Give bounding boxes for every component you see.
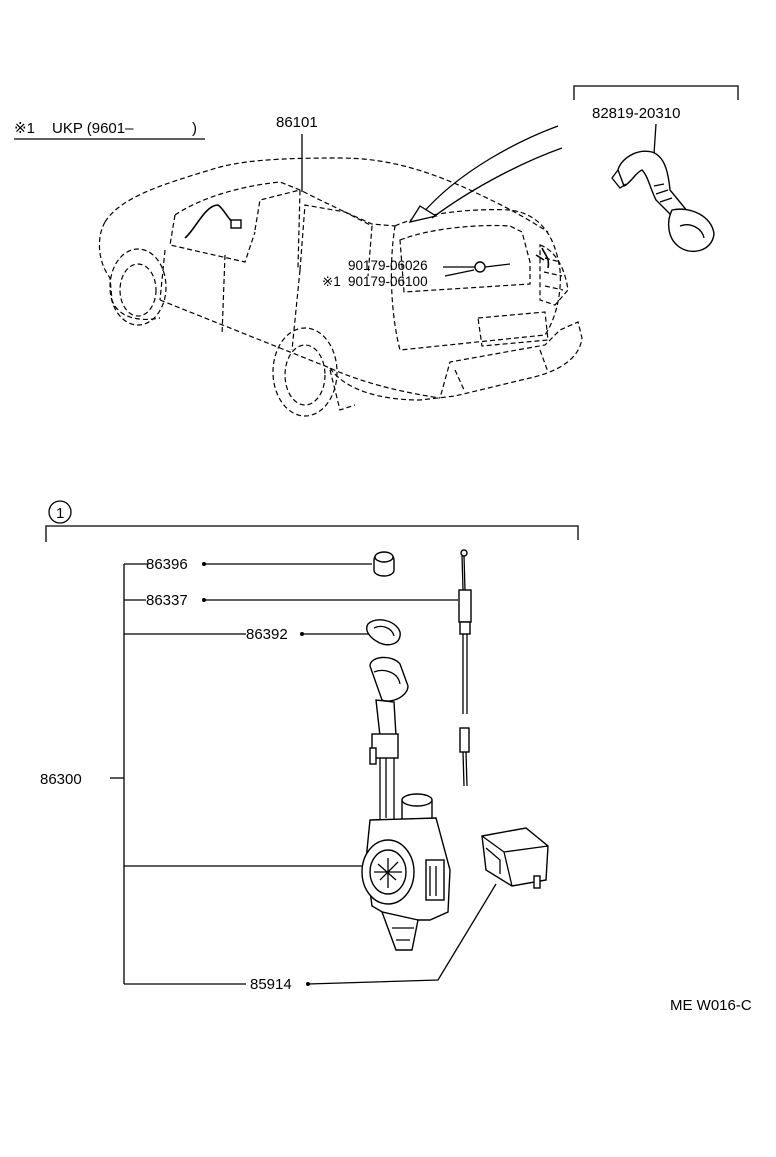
leader-85914	[307, 883, 497, 985]
door-lines	[159, 249, 301, 351]
hose-part	[611, 150, 715, 253]
leader-dot-86337	[202, 598, 206, 602]
mud-flap	[329, 369, 356, 411]
leader-bolt-2	[444, 269, 475, 277]
label-bolt-1: 90179-06026	[348, 258, 428, 273]
rear-hatch	[390, 209, 561, 351]
hatch-bolt	[474, 261, 511, 273]
pointer-arrow-top	[421, 125, 559, 215]
window-top-outline	[174, 181, 396, 227]
hose-bracket	[573, 85, 739, 100]
note-marker: ※1	[14, 120, 35, 137]
section-marker: 1	[56, 505, 64, 522]
part-86392-gasket	[366, 619, 401, 646]
label-86396: 86396	[146, 556, 188, 573]
front-window	[169, 214, 256, 263]
bumper-details	[454, 349, 549, 393]
front-wheel-hub	[119, 263, 157, 317]
mid-window	[254, 189, 301, 269]
tail-light	[539, 244, 569, 306]
label-85914: 85914	[250, 976, 292, 993]
vehicle-labels: 86101 90179-06026 ※1 90179-06100	[276, 114, 475, 289]
label-86337: 86337	[146, 592, 188, 609]
label-hose: 82819-20310	[592, 105, 680, 122]
diagram-code: ME W016-C	[670, 997, 752, 1014]
label-bolt-2-marker: ※1	[322, 274, 341, 289]
detail-section: 1 86300 86396 86337 86392 85914	[40, 500, 579, 993]
part-85914-control-unit	[481, 827, 549, 889]
vehicle-illustration	[98, 125, 583, 417]
rear-glass	[399, 224, 531, 293]
part-86396-grommet	[373, 551, 395, 577]
label-86392: 86392	[246, 626, 288, 643]
antenna-wire-front	[184, 204, 236, 239]
front-wheel	[109, 248, 167, 326]
label-bolt-2: 90179-06100	[348, 274, 428, 289]
leader-dot-86392	[300, 632, 304, 636]
note-close: )	[192, 120, 197, 137]
rear-wire	[535, 247, 550, 269]
rear-bumper	[329, 321, 583, 401]
hose-callout: 82819-20310	[573, 85, 739, 253]
section-bracket	[45, 525, 579, 542]
front-outline	[98, 221, 161, 321]
pointer-arrow-head	[408, 205, 438, 223]
leader-dot-86396	[202, 562, 206, 566]
part-86337-antenna-mast	[458, 549, 472, 787]
label-86101: 86101	[276, 114, 318, 131]
roof-outline	[104, 157, 549, 233]
antenna-clip	[230, 219, 242, 229]
plate-area	[477, 311, 549, 347]
note-text: UKP (9601–	[52, 120, 134, 137]
leader-dot-85914	[306, 982, 310, 986]
applicability-note: ※1 UKP (9601– )	[14, 120, 205, 140]
part-motor-antenna-assembly	[361, 656, 451, 951]
pointer-arrow-bottom	[431, 147, 563, 219]
rear-wheel-hub	[284, 344, 326, 406]
rear-wheel	[272, 327, 338, 417]
section-marker-circle	[48, 500, 72, 524]
leader-hose	[653, 123, 657, 155]
rear-window	[299, 204, 373, 277]
label-86300: 86300	[40, 771, 82, 788]
rocker-outline	[159, 299, 441, 399]
